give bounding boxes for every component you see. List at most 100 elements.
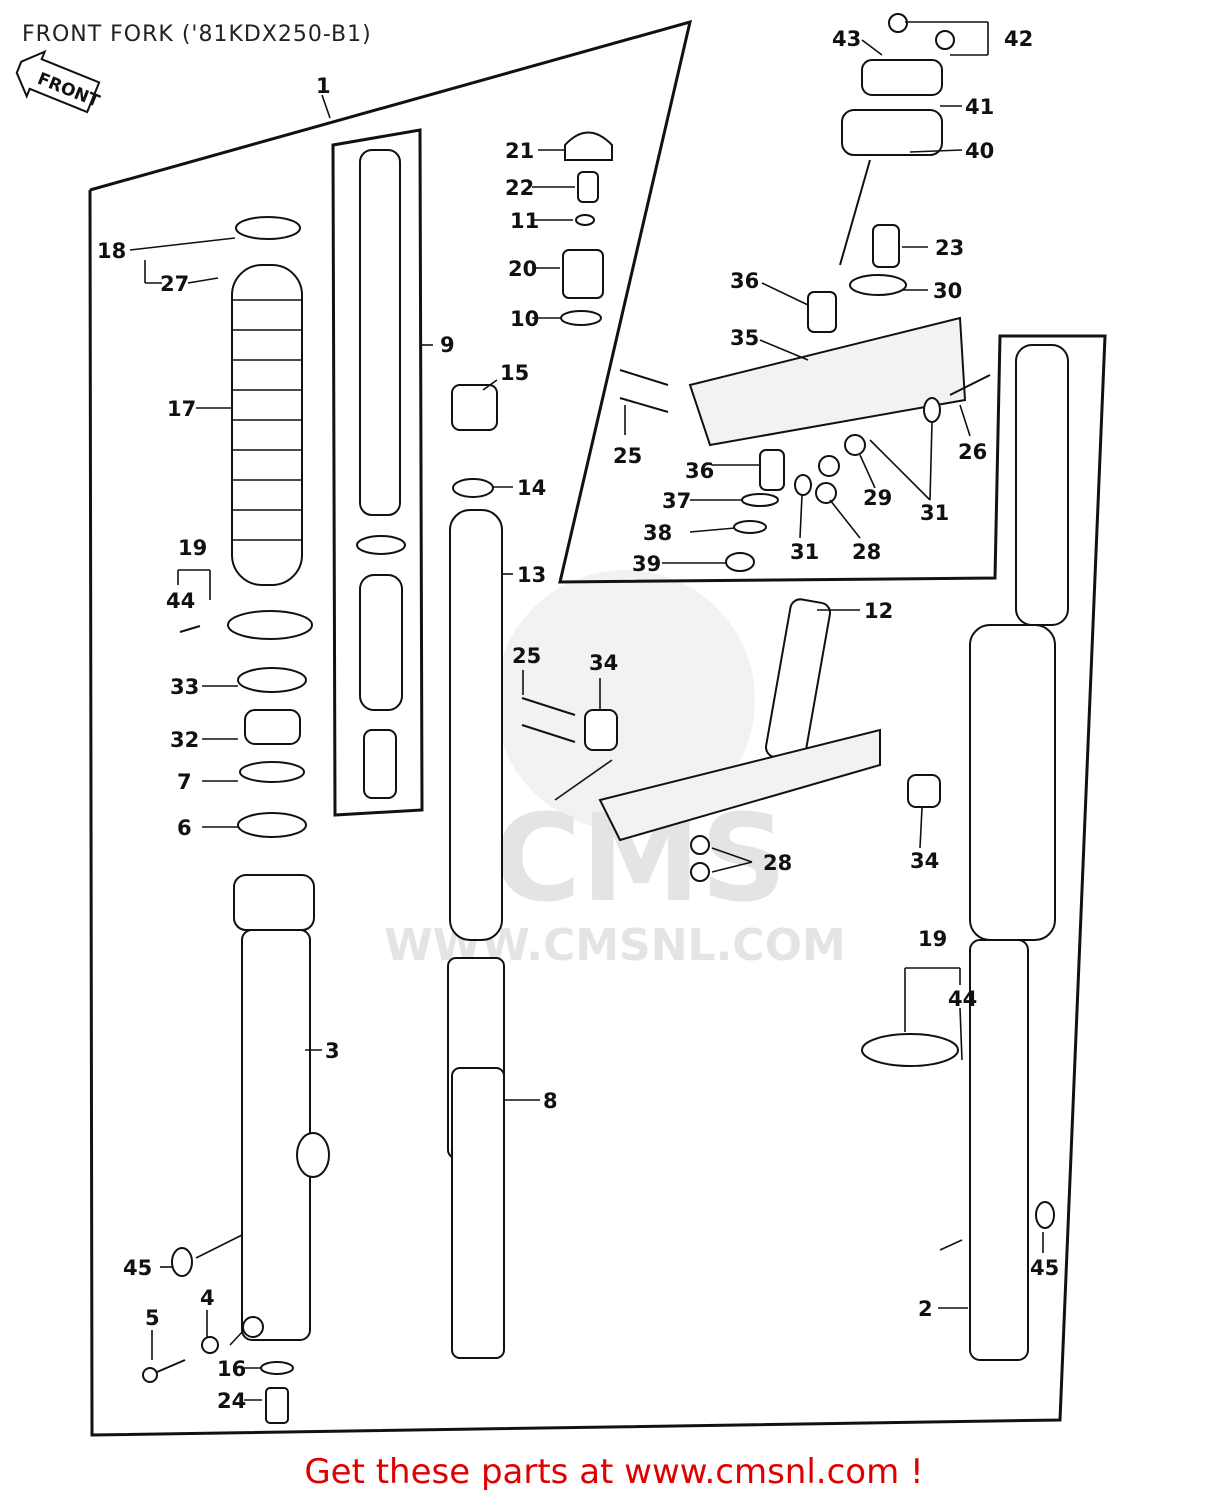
- washers-31: [794, 397, 941, 496]
- bolt-23: [872, 224, 900, 268]
- callout-29: 29: [863, 486, 892, 510]
- footer-cta-link[interactable]: Get these parts at www.cmsnl.com !: [304, 1452, 924, 1492]
- seal-33: [237, 667, 307, 693]
- callout-5: 5: [145, 1306, 160, 1330]
- bushing-32: [244, 709, 301, 745]
- callout-19b: 19: [918, 927, 947, 951]
- callout-41: 41: [965, 95, 994, 119]
- callout-13: 13: [517, 563, 546, 587]
- stem-bracket-12: [598, 598, 881, 842]
- spring-13: [449, 509, 503, 941]
- callout-45b: 45: [1030, 1256, 1059, 1280]
- leader-lines: [129, 21, 1044, 1401]
- callout-15: 15: [500, 361, 529, 385]
- plug-20: [562, 249, 604, 299]
- bolt-5: [142, 1359, 186, 1383]
- callout-3: 3: [325, 1039, 340, 1063]
- callout-30: 30: [933, 279, 962, 303]
- exploded-parts-diagram: CMS WWW.CMSNL.COM FRONT: [15, 13, 1107, 1437]
- callout-17: 17: [167, 397, 196, 421]
- bolt-26: [949, 374, 991, 396]
- handlebar-clamp-41-40: [839, 59, 943, 266]
- bolts-25-top: [619, 369, 669, 413]
- callout-12: 12: [864, 599, 893, 623]
- callout-7: 7: [177, 770, 192, 794]
- callout-28b: 28: [763, 851, 792, 875]
- callout-18: 18: [97, 239, 126, 263]
- clamp-left: [227, 610, 313, 640]
- callout-11: 11: [510, 209, 539, 233]
- callout-36a: 36: [730, 269, 759, 293]
- bolts-25-lower: [521, 697, 576, 743]
- callout-14: 14: [517, 476, 546, 500]
- valve-22: [577, 171, 599, 203]
- nuts-28: [815, 455, 840, 504]
- front-arrow-icon: FRONT: [15, 49, 103, 114]
- watermark: CMS WWW.CMSNL.COM: [384, 570, 846, 971]
- collar-36b: [759, 449, 785, 491]
- washer-45-left: [171, 1247, 193, 1277]
- callout-1: 1: [316, 74, 331, 98]
- bolts-43: [888, 13, 955, 50]
- seal-6: [237, 812, 307, 838]
- callout-2: 2: [918, 1297, 933, 1321]
- callout-25b: 25: [512, 644, 541, 668]
- washer-38: [733, 520, 767, 534]
- washer-30: [849, 274, 907, 296]
- washer-37: [741, 493, 779, 507]
- drain-24: [265, 1387, 289, 1424]
- callout-24: 24: [217, 1389, 246, 1413]
- clip-7: [239, 761, 305, 783]
- callout-25a: 25: [613, 444, 642, 468]
- collar-36: [807, 291, 837, 333]
- outer-tube-left: [233, 874, 330, 1341]
- oring-10: [560, 310, 602, 326]
- nuts-28-lower: [690, 835, 710, 882]
- bushing-34-left: [584, 709, 618, 751]
- callout-39: 39: [632, 552, 661, 576]
- oring-11: [575, 214, 595, 226]
- callout-42: 42: [1004, 27, 1033, 51]
- assembled-fork-right: [969, 344, 1069, 1361]
- callout-40: 40: [965, 139, 994, 163]
- callout-6: 6: [177, 816, 192, 840]
- fork-boot-left: [231, 216, 303, 586]
- callout-4: 4: [200, 1286, 215, 1310]
- page-title: FRONT FORK ('81KDX250-B1): [22, 22, 372, 47]
- cylinder-9: [356, 149, 406, 799]
- subassembly-9-frame: [331, 128, 424, 817]
- callout-21: 21: [505, 139, 534, 163]
- bushing-34-right: [907, 774, 941, 808]
- nut-29: [844, 434, 866, 456]
- callout-28a: 28: [852, 540, 881, 564]
- washer-45-right: [1035, 1201, 1055, 1229]
- callout-27: 27: [160, 272, 189, 296]
- callout-16: 16: [217, 1357, 246, 1381]
- clamp-right: [861, 1033, 959, 1067]
- callout-19a: 19: [178, 536, 207, 560]
- callout-26: 26: [958, 440, 987, 464]
- inner-tube-8: [447, 957, 505, 1359]
- callout-33: 33: [170, 675, 199, 699]
- seat-14: [452, 478, 494, 498]
- callout-32: 32: [170, 728, 199, 752]
- callout-38: 38: [643, 521, 672, 545]
- washer-16: [260, 1361, 294, 1375]
- upper-bracket-35: [688, 316, 967, 447]
- callout-36b: 36: [685, 459, 714, 483]
- main-frame: [88, 19, 1107, 1437]
- callout-labels: 1 2 3 4 5 6 7 8 9 10 11 12 13 14 15 16 1…: [97, 27, 1059, 1413]
- cap-21: [564, 131, 613, 161]
- callout-22: 22: [505, 176, 534, 200]
- callout-10: 10: [510, 307, 539, 331]
- callout-8: 8: [543, 1089, 558, 1113]
- callout-35: 35: [730, 326, 759, 350]
- callout-37: 37: [662, 489, 691, 513]
- callout-45a: 45: [123, 1256, 152, 1280]
- callout-20: 20: [508, 257, 537, 281]
- washer-4: [201, 1336, 219, 1354]
- clamp-19-left: [179, 625, 201, 633]
- callout-9: 9: [440, 333, 455, 357]
- callout-31a: 31: [920, 501, 949, 525]
- callout-31b: 31: [790, 540, 819, 564]
